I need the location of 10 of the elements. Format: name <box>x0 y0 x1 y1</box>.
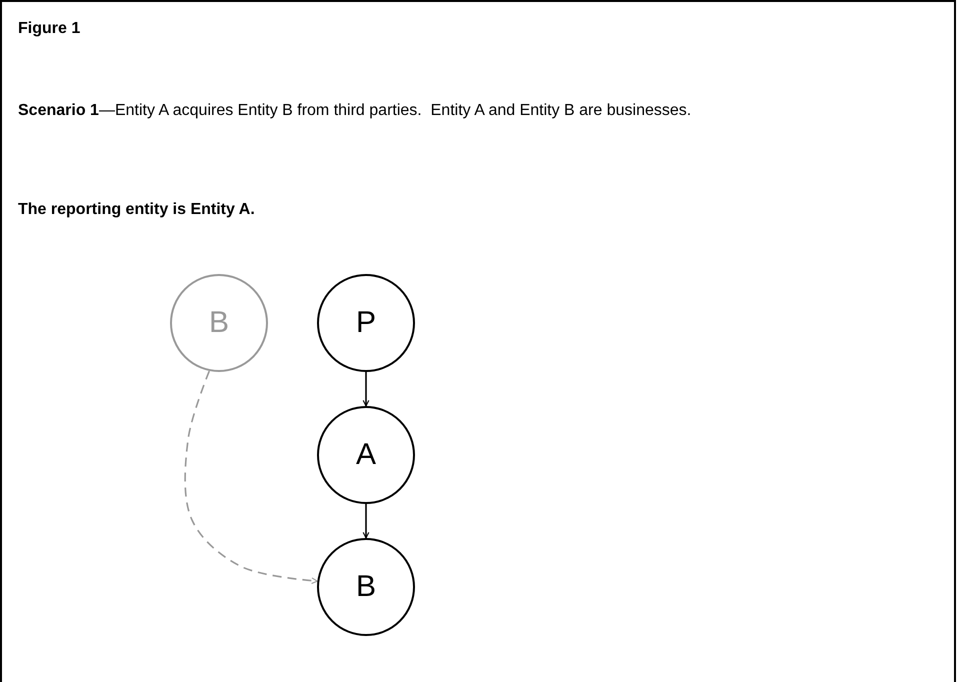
arrow <box>362 504 370 539</box>
arrow <box>362 372 370 407</box>
reporting-entity-note: The reporting entity is Entity A. <box>18 200 256 220</box>
scenario-description: Scenario 1—Entity A acquires Entity B from third parties. Entity A and Entity B are businesses. <box>18 101 692 121</box>
entity-letter: B <box>356 572 376 602</box>
entity-letter: A <box>356 440 376 470</box>
entity-letter: B <box>208 308 229 338</box>
figure-title: Figure 1 <box>18 20 80 38</box>
dashed-arrow <box>184 370 318 584</box>
entity-letter: P <box>356 308 376 338</box>
